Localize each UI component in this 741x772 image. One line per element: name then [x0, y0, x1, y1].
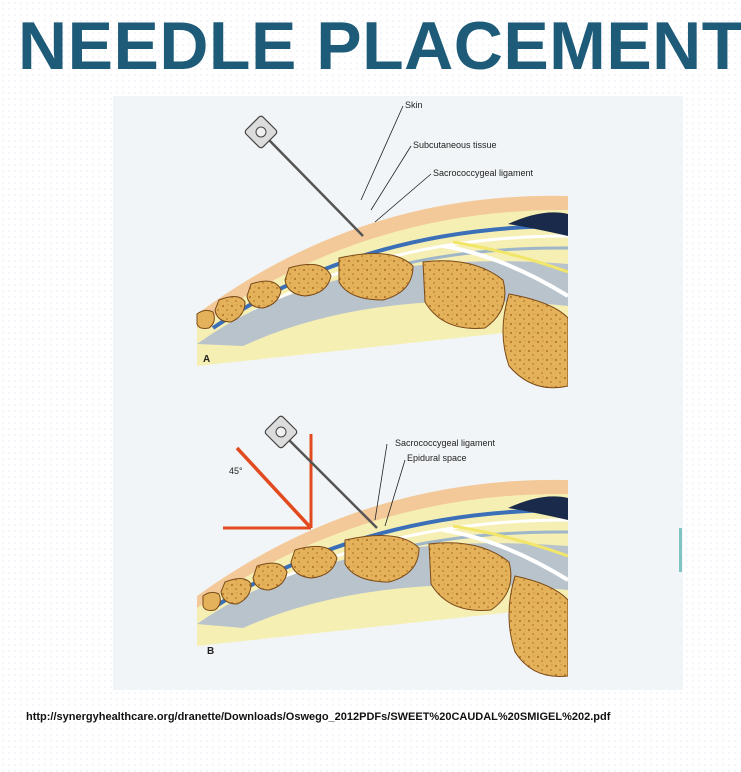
anatomy-figure: Skin Subcutaneous tissue Sacrococcygeal … — [113, 96, 683, 690]
needle-b — [264, 415, 378, 529]
panel-a-label: A — [203, 354, 210, 365]
label-ligament-b: Sacrococcygeal ligament — [395, 438, 496, 448]
label-subcutaneous: Subcutaneous tissue — [413, 140, 497, 150]
angle-guide — [223, 434, 313, 530]
panel-a: Skin Subcutaneous tissue Sacrococcygeal … — [196, 100, 568, 389]
sacral-bones-b — [202, 535, 568, 677]
label-ligament-a: Sacrococcygeal ligament — [433, 168, 534, 178]
label-epidural: Epidural space — [407, 453, 467, 463]
angle-label: 45° — [229, 466, 243, 476]
decorative-bar — [679, 528, 682, 572]
needle-a — [244, 115, 364, 237]
label-skin: Skin — [405, 100, 423, 110]
panel-b: 45° Sacrococcygeal ligament Epidural spa… — [197, 415, 568, 677]
slide-title: NEEDLE PLACEMENT — [18, 8, 741, 84]
source-url: http://synergyhealthcare.org/dranette/Do… — [26, 711, 611, 723]
sacral-bones — [196, 253, 568, 389]
needle-placement-diagram: Skin Subcutaneous tissue Sacrococcygeal … — [196, 100, 568, 677]
panel-b-label: B — [207, 646, 214, 657]
